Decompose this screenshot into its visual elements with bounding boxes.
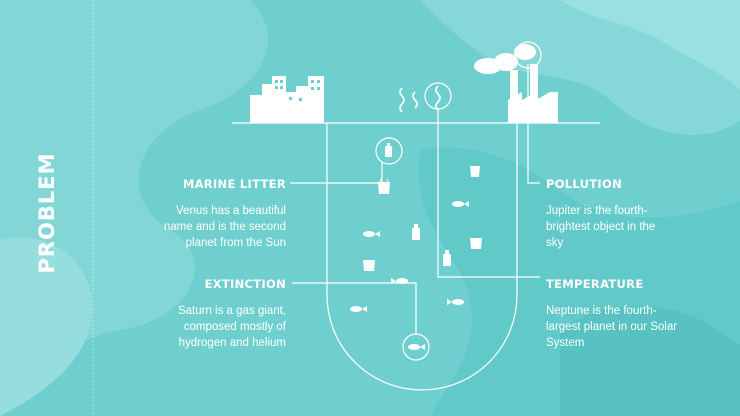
plastic-bottle-icon — [412, 224, 420, 240]
plastic-bag-icon — [363, 260, 375, 271]
slide-title-text: PROBLEM — [35, 152, 59, 274]
pollution-text: Jupiter is the fourth-brightest object i… — [546, 205, 656, 249]
connector-extinction — [292, 282, 417, 335]
connector-temperature — [437, 108, 540, 278]
factory-icon — [474, 44, 558, 123]
slide-title: PROBLEM — [27, 152, 67, 273]
fish-icon — [391, 278, 408, 284]
plastic-bag-icon — [378, 178, 390, 194]
callout-circle-bottle — [375, 137, 403, 165]
background-shape — [0, 237, 92, 416]
callout-circle-fish — [402, 333, 430, 361]
fish-icon — [408, 344, 425, 350]
fish-icon — [452, 201, 469, 207]
fish-icon — [363, 231, 380, 237]
marine-litter-text: Venus has a beautiful name and is the se… — [163, 205, 286, 249]
plastic-bag-icon — [470, 238, 482, 249]
fish-icon — [350, 306, 367, 312]
plastic-bottle-icon — [385, 143, 392, 157]
connector-marine-litter — [290, 162, 383, 184]
pollution-heading: POLLUTION — [546, 177, 623, 191]
background-shape — [560, 306, 740, 416]
extinction-heading: EXTINCTION — [204, 277, 286, 291]
plastic-bag-icon — [470, 166, 480, 177]
fish-icon — [447, 299, 464, 305]
extinction-text: Saturn is a gas giant, composed mostly o… — [177, 305, 286, 349]
ocean-container — [326, 123, 518, 391]
background-shape — [560, 0, 740, 90]
temperature-heading: TEMPERATURE — [546, 277, 644, 291]
plastic-bottle-icon — [443, 250, 451, 266]
temperature-text: Neptune is the fourth-largest planet in … — [546, 305, 678, 349]
marine-litter-heading: MARINE LITTER — [182, 177, 286, 191]
city-skyline-icon — [250, 76, 324, 123]
heat-waves-icon — [399, 85, 441, 113]
